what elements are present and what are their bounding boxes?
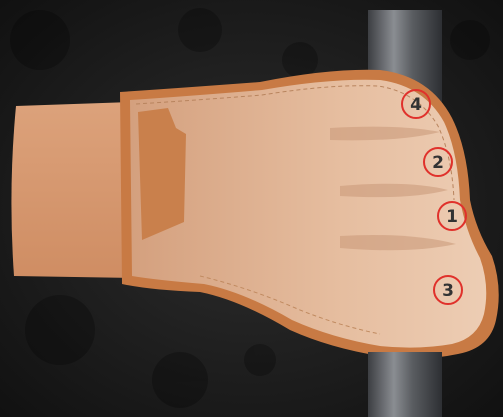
marker-label: 4 [410,95,422,115]
marker-label: 1 [446,207,458,227]
marker-label: 2 [432,153,444,173]
marker-label: 3 [442,281,454,301]
pull-up-bar-front [368,352,442,417]
wrist-cuff [11,102,132,278]
